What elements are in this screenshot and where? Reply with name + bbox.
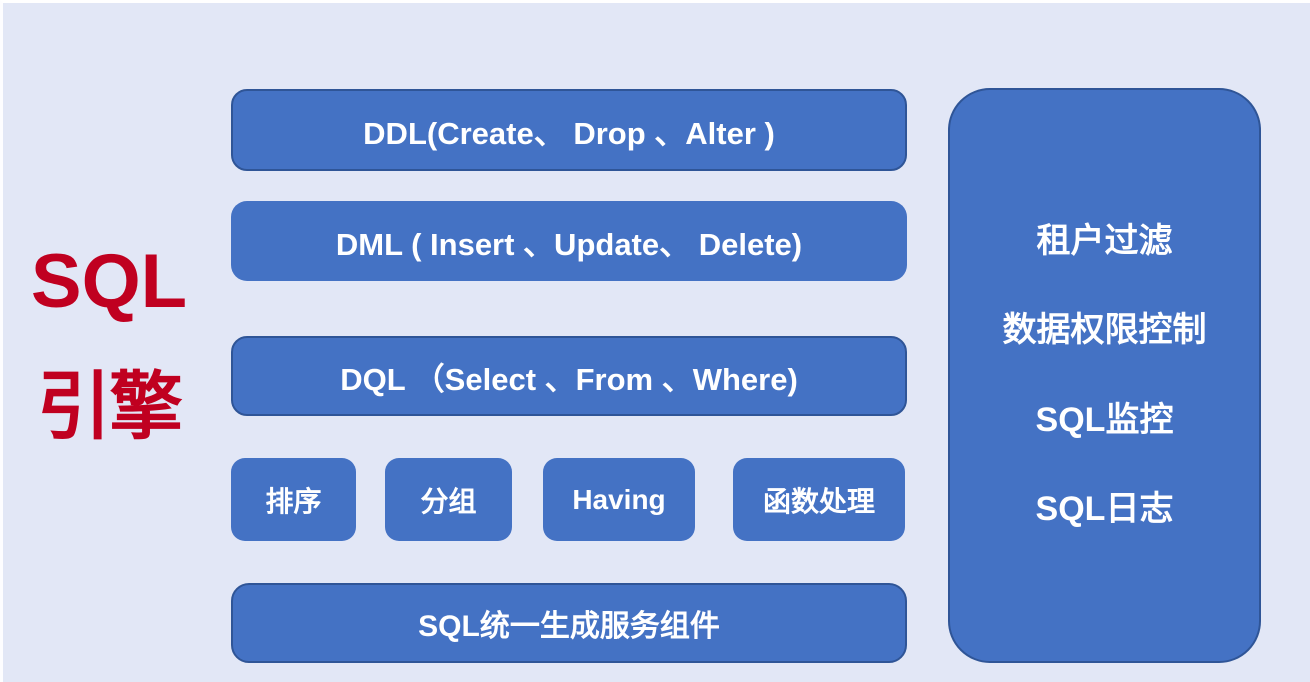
clause-chip-group[interactable]: 分组 xyxy=(385,458,512,541)
clause-chip-having[interactable]: Having xyxy=(543,458,695,541)
governance-item-sql-log[interactable]: SQL日志 xyxy=(1035,489,1174,528)
bottom-service-bar[interactable]: SQL统一生成服务组件 xyxy=(231,583,907,663)
clause-chip-sort[interactable]: 排序 xyxy=(231,458,356,541)
governance-item-sql-monitor[interactable]: SQL监控 xyxy=(1035,400,1174,439)
governance-item-data-permission[interactable]: 数据权限控制 xyxy=(1002,311,1207,350)
statement-row-dql[interactable]: DQL （Select 、From 、Where) xyxy=(231,336,907,416)
governance-panel: 租户过滤 数据权限控制 SQL监控 SQL日志 xyxy=(948,88,1261,663)
statement-row-dml[interactable]: DML ( Insert 、Update、 Delete) xyxy=(231,201,907,281)
statement-row-ddl[interactable]: DDL(Create、 Drop 、Alter ) xyxy=(231,89,907,171)
governance-item-tenant-filter[interactable]: 租户过滤 xyxy=(1036,221,1173,260)
clause-chip-function[interactable]: 函数处理 xyxy=(733,458,905,541)
page-title: SQL 引擎 xyxy=(3,243,215,444)
page-title-line-2: 引擎 xyxy=(37,364,183,448)
page-title-line-1: SQL xyxy=(30,239,188,324)
